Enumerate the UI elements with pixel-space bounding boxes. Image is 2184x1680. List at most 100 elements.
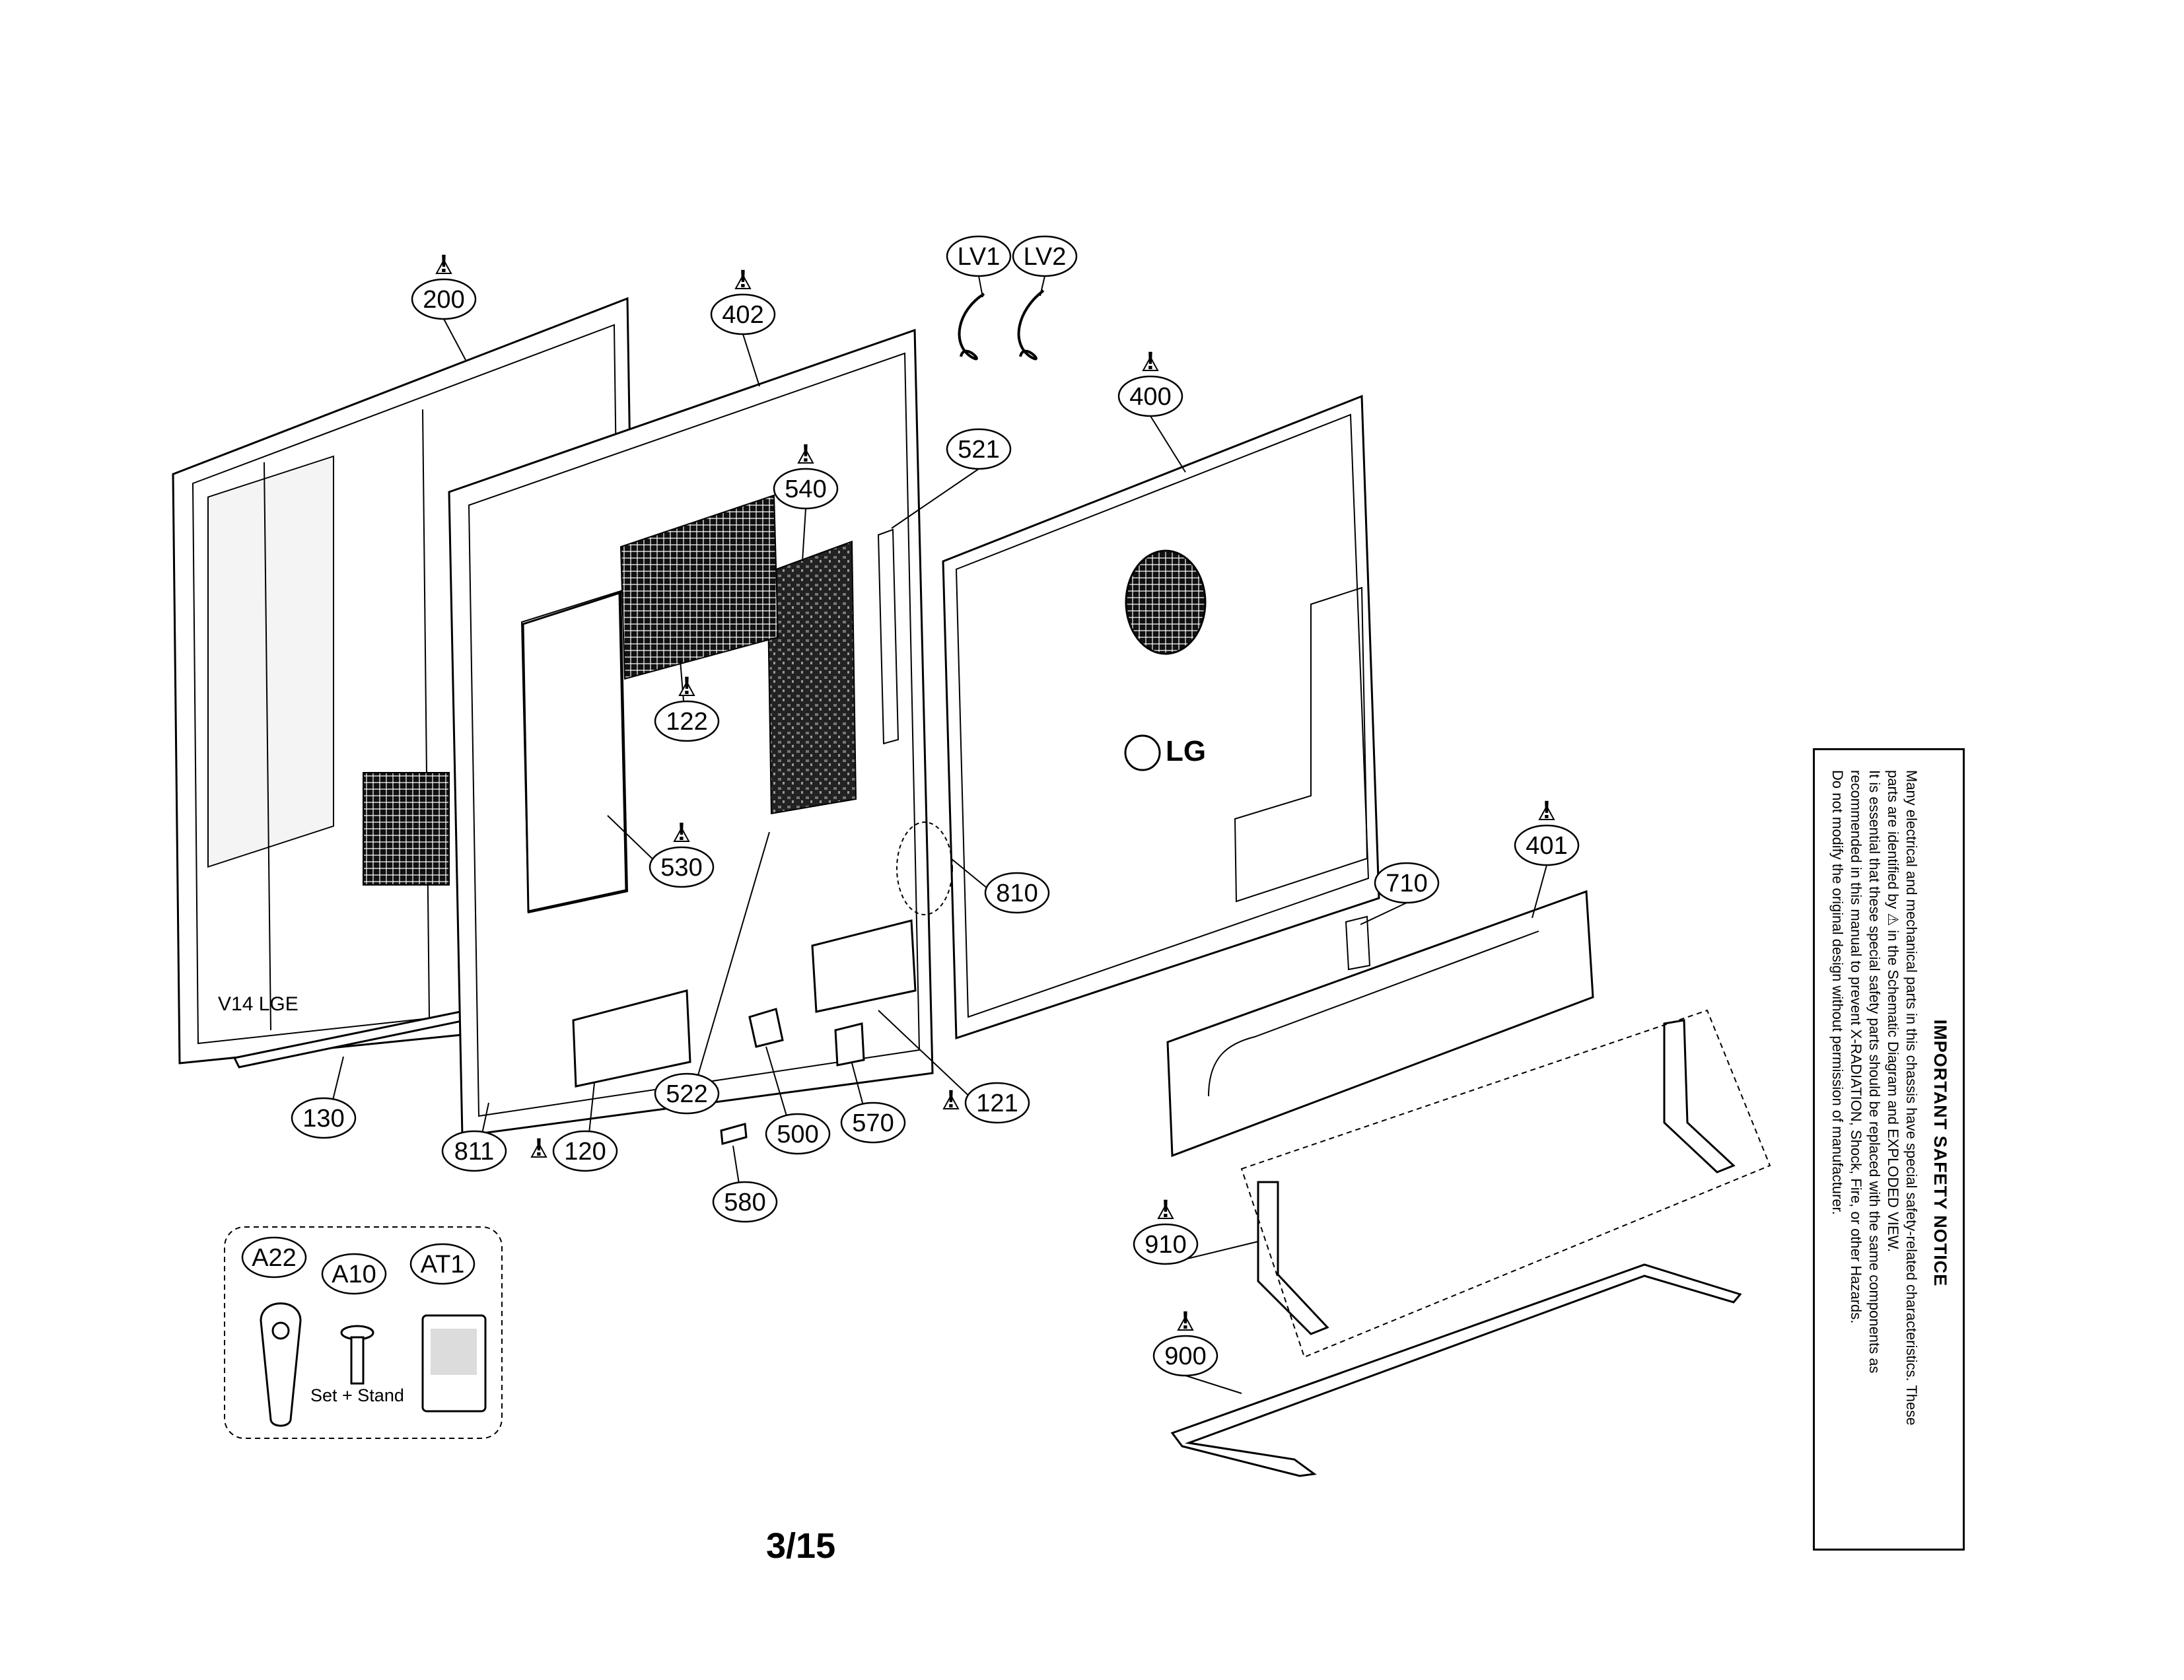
safety-warning-icon [942,1094,960,1109]
accessory-box [224,1226,503,1439]
part-580-small-bracket [720,1123,748,1145]
callout-number: 200 [423,286,464,314]
part-530-power-board [522,591,627,913]
callout-number: 122 [666,708,707,736]
safety-notice-box: IMPORTANT SAFETY NOTICE Many electrical … [1813,748,1965,1551]
safety-notice-line-3: It is essential that these special safet… [1866,770,1883,1374]
callout-number: LV2 [1024,243,1067,271]
callout-ellipse [1152,1335,1218,1377]
callout-401: 401! [1514,796,1580,866]
callout-number: 580 [724,1189,765,1216]
safety-warning-icon [435,258,452,274]
callout-number: 400 [1129,383,1171,411]
callout-580: 580 [712,1181,778,1223]
callout-522: 522 [654,1072,720,1115]
safety-warning-icon [1157,1203,1174,1219]
callout-number: AT1 [421,1251,465,1278]
safety-warning-icon [797,448,814,464]
callout-540: 540! [773,440,839,510]
leader-line-401 [1532,864,1547,919]
panel-code-print: V14 LGE [218,993,299,1015]
callout-900: 900! [1152,1307,1218,1377]
part-120-speaker-left [572,989,691,1088]
safety-notice-line-1: Many electrical and mechanical parts in … [1903,770,1920,1426]
safety-notice-line-5: Do not modify the original design withou… [1829,770,1846,1215]
callout-number: 500 [777,1121,818,1148]
leader-line-400 [1150,415,1186,473]
part-lv-cables [958,289,1045,361]
lg-logo: LG [1124,734,1206,771]
callout-122: 122! [654,672,720,742]
safety-warning-mark: ! [1162,1195,1170,1223]
callout-810: 810 [984,872,1050,914]
leader-line-540 [802,508,806,562]
callout-570: 570 [840,1102,906,1144]
callout-lv1: LV1 [946,235,1012,277]
callout-ellipse [654,1072,720,1115]
callout-710: 710 [1374,862,1440,904]
callout-120: 120! [530,1130,618,1172]
callout-number: LV1 [958,243,1001,271]
safety-warning-icon [530,1142,547,1158]
callout-ellipse [411,278,477,320]
callout-521: 521 [946,428,1012,470]
leader-line-522 [686,831,770,1114]
safety-warning-icon [734,273,752,289]
callout-ellipse [964,1082,1030,1124]
safety-warning-icon [1177,1315,1194,1331]
callout-ellipse [765,1113,831,1155]
callout-ellipse [712,1181,778,1223]
callout-number: 710 [1386,870,1427,897]
safety-warning-mark: ! [1181,1307,1190,1335]
callout-number: 130 [302,1105,344,1133]
part-400-back-cover: LG [942,394,1380,1040]
callout-ellipse [649,846,715,888]
callout-ellipse [1117,375,1183,417]
callout-number: 910 [1145,1231,1186,1259]
callout-ellipse [1133,1223,1199,1265]
callout-number: 522 [666,1080,707,1108]
callout-a10: A10 [321,1253,387,1295]
part-500-joystick [748,1008,784,1048]
callout-number: A10 [332,1261,376,1288]
safety-warning-mark: ! [535,1134,544,1162]
part-401-bottom-cover [1166,890,1594,1158]
callout-ellipse [1012,235,1078,277]
safety-warning-mark: ! [678,818,686,846]
safety-warning-mark: ! [683,672,691,700]
callout-400: 400! [1117,347,1183,417]
safety-warning-icon [673,826,690,842]
safety-warning-mark: ! [739,265,748,293]
leader-line-710 [1360,902,1407,925]
leader-line-900 [1185,1375,1242,1394]
manual-at1 [421,1314,487,1413]
callout-ellipse [441,1130,507,1172]
callout-number: 521 [958,436,999,464]
callout-number: 811 [454,1138,495,1166]
callout-ellipse [552,1130,618,1172]
callout-ellipse [409,1243,476,1285]
callout-402: 402! [710,265,776,335]
callout-121: 121! [942,1082,1030,1124]
part-910-stand-bracket [1240,1009,1771,1358]
callout-number: 401 [1526,832,1567,860]
screw-caption: Set + Stand [310,1385,404,1405]
part-570-ir-board [834,1022,865,1067]
callout-number: 402 [722,301,763,329]
screw-a10 [340,1325,374,1385]
callout-a22: A22 [241,1236,307,1278]
callout-200: 200! [411,250,477,320]
callout-ellipse [1374,862,1440,904]
part-710-bracket [1345,915,1371,971]
callout-number: 810 [996,880,1038,907]
safety-warning-icon [678,680,695,696]
callout-ellipse [654,700,720,742]
safety-warning-icon [1142,355,1159,371]
safety-warning-mark: ! [802,440,810,468]
remote-control-a22 [260,1302,302,1427]
safety-notice-line-2: parts are identified by ⚠ in the Schemat… [1885,770,1901,1253]
callout-number: 530 [660,854,702,882]
